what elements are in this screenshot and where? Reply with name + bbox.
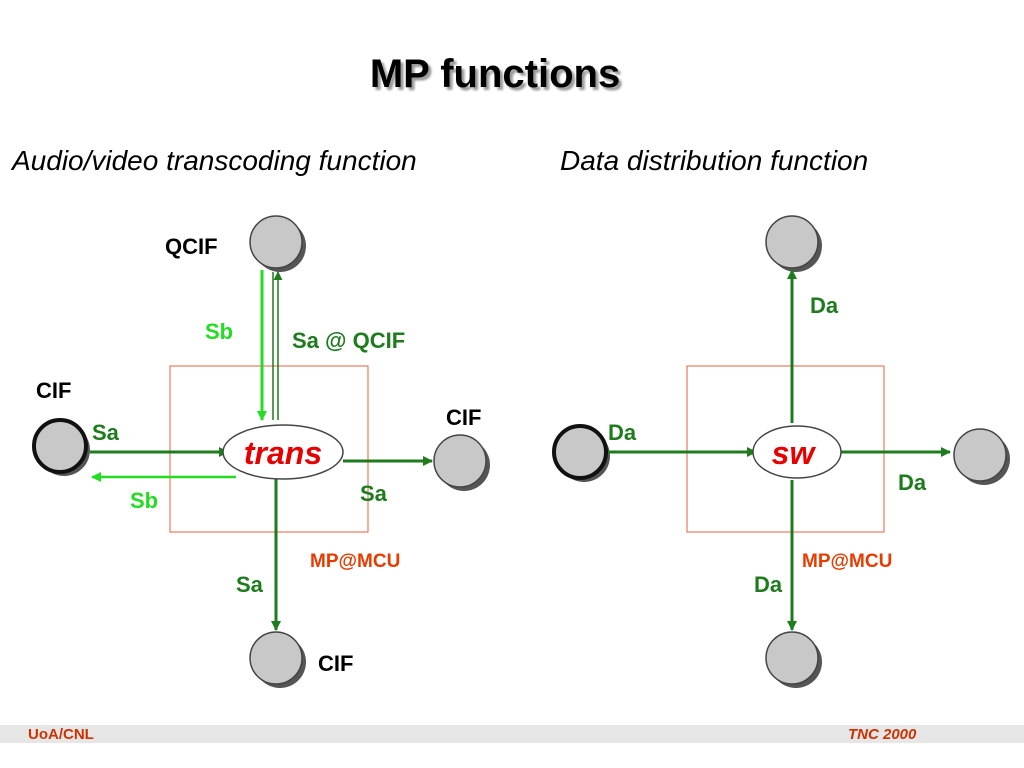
- right-panel-subtitle: Data distribution function: [560, 145, 869, 176]
- footer-bar: [0, 725, 1024, 743]
- sw-function-node: [752, 425, 842, 479]
- footer-right-text: TNC 2000: [848, 726, 917, 743]
- left-panel-subtitle: Audio/video transcoding function: [12, 145, 417, 176]
- da-up-label: Da: [810, 293, 839, 318]
- da-in-label: Da: [608, 420, 637, 445]
- da-down-label: Da: [754, 572, 783, 597]
- cif-node-left: [32, 418, 90, 476]
- distribution-diagram: sw Da Da Da Da MP@MCU: [552, 215, 1010, 688]
- cif-node-right: [433, 434, 490, 491]
- cif-bottom-node-label: CIF: [318, 651, 353, 676]
- sa-qcif-label: Sa @ QCIF: [292, 328, 405, 353]
- trans-function-node: [222, 424, 344, 480]
- sw-function-label: sw: [772, 435, 817, 471]
- mp-mcu-box-left: [169, 365, 369, 533]
- qcif-node-label: QCIF: [165, 234, 218, 259]
- sb-out-label: Sb: [130, 488, 158, 513]
- sb-down-label: Sb: [205, 319, 233, 344]
- da-right-label: Da: [898, 470, 927, 495]
- mp-mcu-box-right: [686, 365, 885, 533]
- sa-right-label: Sa: [360, 481, 388, 506]
- cif-node-bottom: [249, 631, 306, 688]
- cif-left-node-label: CIF: [36, 378, 71, 403]
- trans-function-label: trans: [244, 435, 322, 471]
- mp-mcu-label-left: MP@MCU: [310, 551, 400, 572]
- mp-mcu-label-right: MP@MCU: [802, 551, 892, 572]
- sa-in-label: Sa: [92, 420, 120, 445]
- footer-left-text: UoA/CNL: [28, 726, 94, 743]
- sa-down-label: Sa: [236, 572, 264, 597]
- transcoding-diagram: trans QCIF CIF CIF CIF Sb Sa @ QCIF Sa S…: [32, 215, 490, 688]
- qcif-node: [249, 215, 306, 272]
- slide-title: MP functions: [369, 52, 621, 96]
- top-node: [765, 215, 822, 272]
- cif-right-node-label: CIF: [446, 405, 481, 430]
- left-node: [552, 424, 610, 482]
- bottom-node: [765, 631, 822, 688]
- right-node: [953, 428, 1010, 485]
